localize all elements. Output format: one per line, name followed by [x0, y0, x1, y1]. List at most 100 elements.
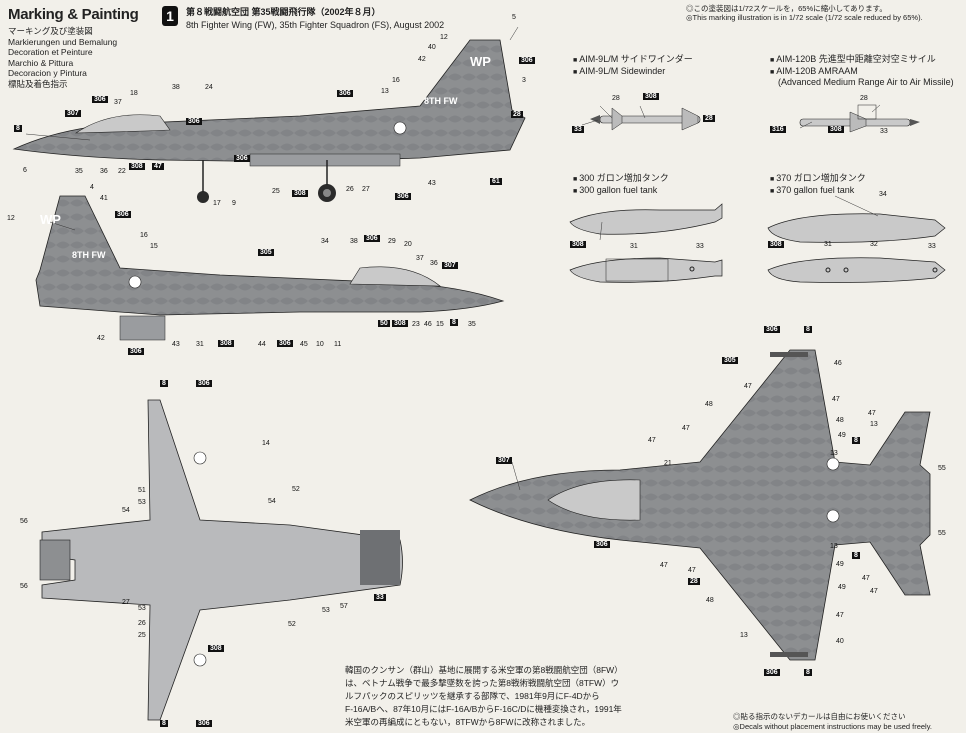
callout-47: 47	[688, 567, 696, 574]
fin-code-right: 8TH FW	[424, 96, 458, 106]
callout-43: 43	[428, 180, 436, 187]
callout-307: 307	[442, 262, 458, 269]
callout-15: 15	[150, 243, 158, 250]
scale-note-en: ◎This marking illustration is in 1/72 sc…	[686, 13, 923, 22]
callout-26: 26	[138, 620, 146, 627]
callout-20: 20	[404, 241, 412, 248]
callout-306: 306	[395, 193, 411, 200]
callout-308: 308	[768, 241, 784, 248]
callout-13: 13	[381, 88, 389, 95]
callout-18: 18	[130, 90, 138, 97]
subtitle-list: マーキング及び塗装図 Markierungen und Bemalung Dec…	[8, 26, 117, 89]
callout-306: 306	[234, 155, 250, 162]
subtitle-cn: 標貼及着色指示	[8, 78, 68, 89]
tank370-label-jp: 370 ガロン増加タンク	[770, 173, 866, 185]
callout-13: 13	[740, 632, 748, 639]
top-view	[469, 349, 931, 661]
callout-21: 21	[664, 460, 672, 467]
callout-38: 38	[350, 238, 358, 245]
callout-35: 35	[468, 321, 476, 328]
amraam-label-jp: AIM-120B 先進型中距離空対空ミサイル	[770, 54, 936, 66]
callout-28: 28	[688, 578, 700, 585]
sidewinder-label-en: AIM-9L/M Sidewinder	[573, 66, 665, 78]
callout-16: 16	[392, 77, 400, 84]
callout-48: 48	[836, 417, 844, 424]
callout-306: 306	[196, 380, 212, 387]
subtitle-it: Marchio & Pittura	[8, 57, 74, 68]
callout-28: 28	[511, 111, 523, 118]
page-title: Marking & Painting	[8, 6, 139, 23]
callout-308: 308	[828, 126, 844, 133]
callout-6: 6	[23, 167, 27, 174]
callout-306: 306	[337, 90, 353, 97]
callout-53: 53	[138, 605, 146, 612]
decal-note-en: ◎Decals without placement instructions m…	[733, 722, 932, 731]
callout-307: 307	[65, 110, 81, 117]
callout-29: 29	[388, 238, 396, 245]
callout-52: 52	[288, 621, 296, 628]
history-line: F-16A/Bへ、87年10月にはF-16A/BからF-16C/Dに機種変換され…	[345, 704, 622, 714]
history-line: ルフパックのスピリッツを継承する部隊で、1981年9月にF-4Dから	[345, 691, 600, 701]
callout-23: 23	[412, 321, 420, 328]
sidewinder-label-jp: AIM-9L/M サイドワインダー	[573, 54, 693, 66]
decal-note-jp: ◎貼る指示のないデカールは自由にお使いください	[733, 712, 906, 721]
callout-14: 14	[262, 440, 270, 447]
callout-50: 50	[378, 320, 390, 327]
callout-54: 54	[122, 507, 130, 514]
callout-31: 31	[196, 341, 204, 348]
callout-308: 308	[570, 241, 586, 248]
callout-43: 43	[172, 341, 180, 348]
callout-28: 28	[860, 95, 868, 102]
callout-17: 17	[213, 200, 221, 207]
callout-306: 306	[519, 57, 535, 64]
subtitle-es: Decoracion y Pintura	[8, 68, 87, 78]
callout-306: 306	[92, 96, 108, 103]
callout-lines	[25, 26, 881, 491]
side-view-right: WP 8TH FW	[12, 39, 526, 203]
callout-27: 27	[362, 186, 370, 193]
callout-57: 57	[340, 603, 348, 610]
callout-35: 35	[75, 168, 83, 175]
callout-53: 53	[138, 499, 146, 506]
callout-15: 15	[436, 321, 444, 328]
callout-8-left: 8	[14, 125, 22, 132]
callout-13: 13	[870, 421, 878, 428]
callout-47: 47	[862, 575, 870, 582]
callout-48: 48	[706, 597, 714, 604]
amraam-missile	[799, 104, 920, 133]
side-view-left: WP 8TH FW	[35, 195, 505, 341]
scheme-number-badge: 1	[162, 6, 178, 26]
callout-308: 308	[208, 645, 224, 652]
callout-28: 28	[612, 95, 620, 102]
tank300-label-en: 300 gallon fuel tank	[573, 185, 657, 197]
callout-49: 49	[836, 561, 844, 568]
callout-305: 305	[722, 357, 738, 364]
tail-code-right: WP	[470, 54, 491, 69]
callout-13: 13	[830, 450, 838, 457]
unit-title-jp: 第８戦闘航空団 第35戦闘飛行隊（2002年８月）	[186, 7, 381, 17]
callout-8: 8	[852, 437, 860, 444]
callout-306: 306	[594, 541, 610, 548]
bottom-view	[39, 399, 403, 721]
subtitle-fr: Decoration et Peinture	[8, 47, 93, 57]
callout-9: 9	[232, 200, 236, 207]
callout-26: 26	[346, 186, 354, 193]
callout-33: 33	[928, 243, 936, 250]
history-line: は、ベトナム戦争で最多撃墜数を誇った第8戦術戦闘航空団（8TFW）ウ	[345, 678, 620, 688]
callout-51: 51	[138, 487, 146, 494]
tail-code-left: WP	[40, 212, 61, 227]
callout-308: 308	[643, 93, 659, 100]
callout-8: 8	[804, 326, 812, 333]
callout-8: 8	[450, 319, 458, 326]
callout-47: 47	[868, 410, 876, 417]
sidewinder-missile	[590, 107, 701, 131]
callout-33: 33	[880, 128, 888, 135]
callout-12: 12	[440, 34, 448, 41]
callout-308: 308	[218, 340, 234, 347]
callout-12: 12	[7, 215, 15, 222]
tank300-label-jp: 300 ガロン増加タンク	[573, 173, 669, 185]
callout-34: 34	[879, 191, 887, 198]
callout-47: 47	[836, 612, 844, 619]
tank300-views	[569, 203, 723, 283]
callout-38: 38	[172, 84, 180, 91]
